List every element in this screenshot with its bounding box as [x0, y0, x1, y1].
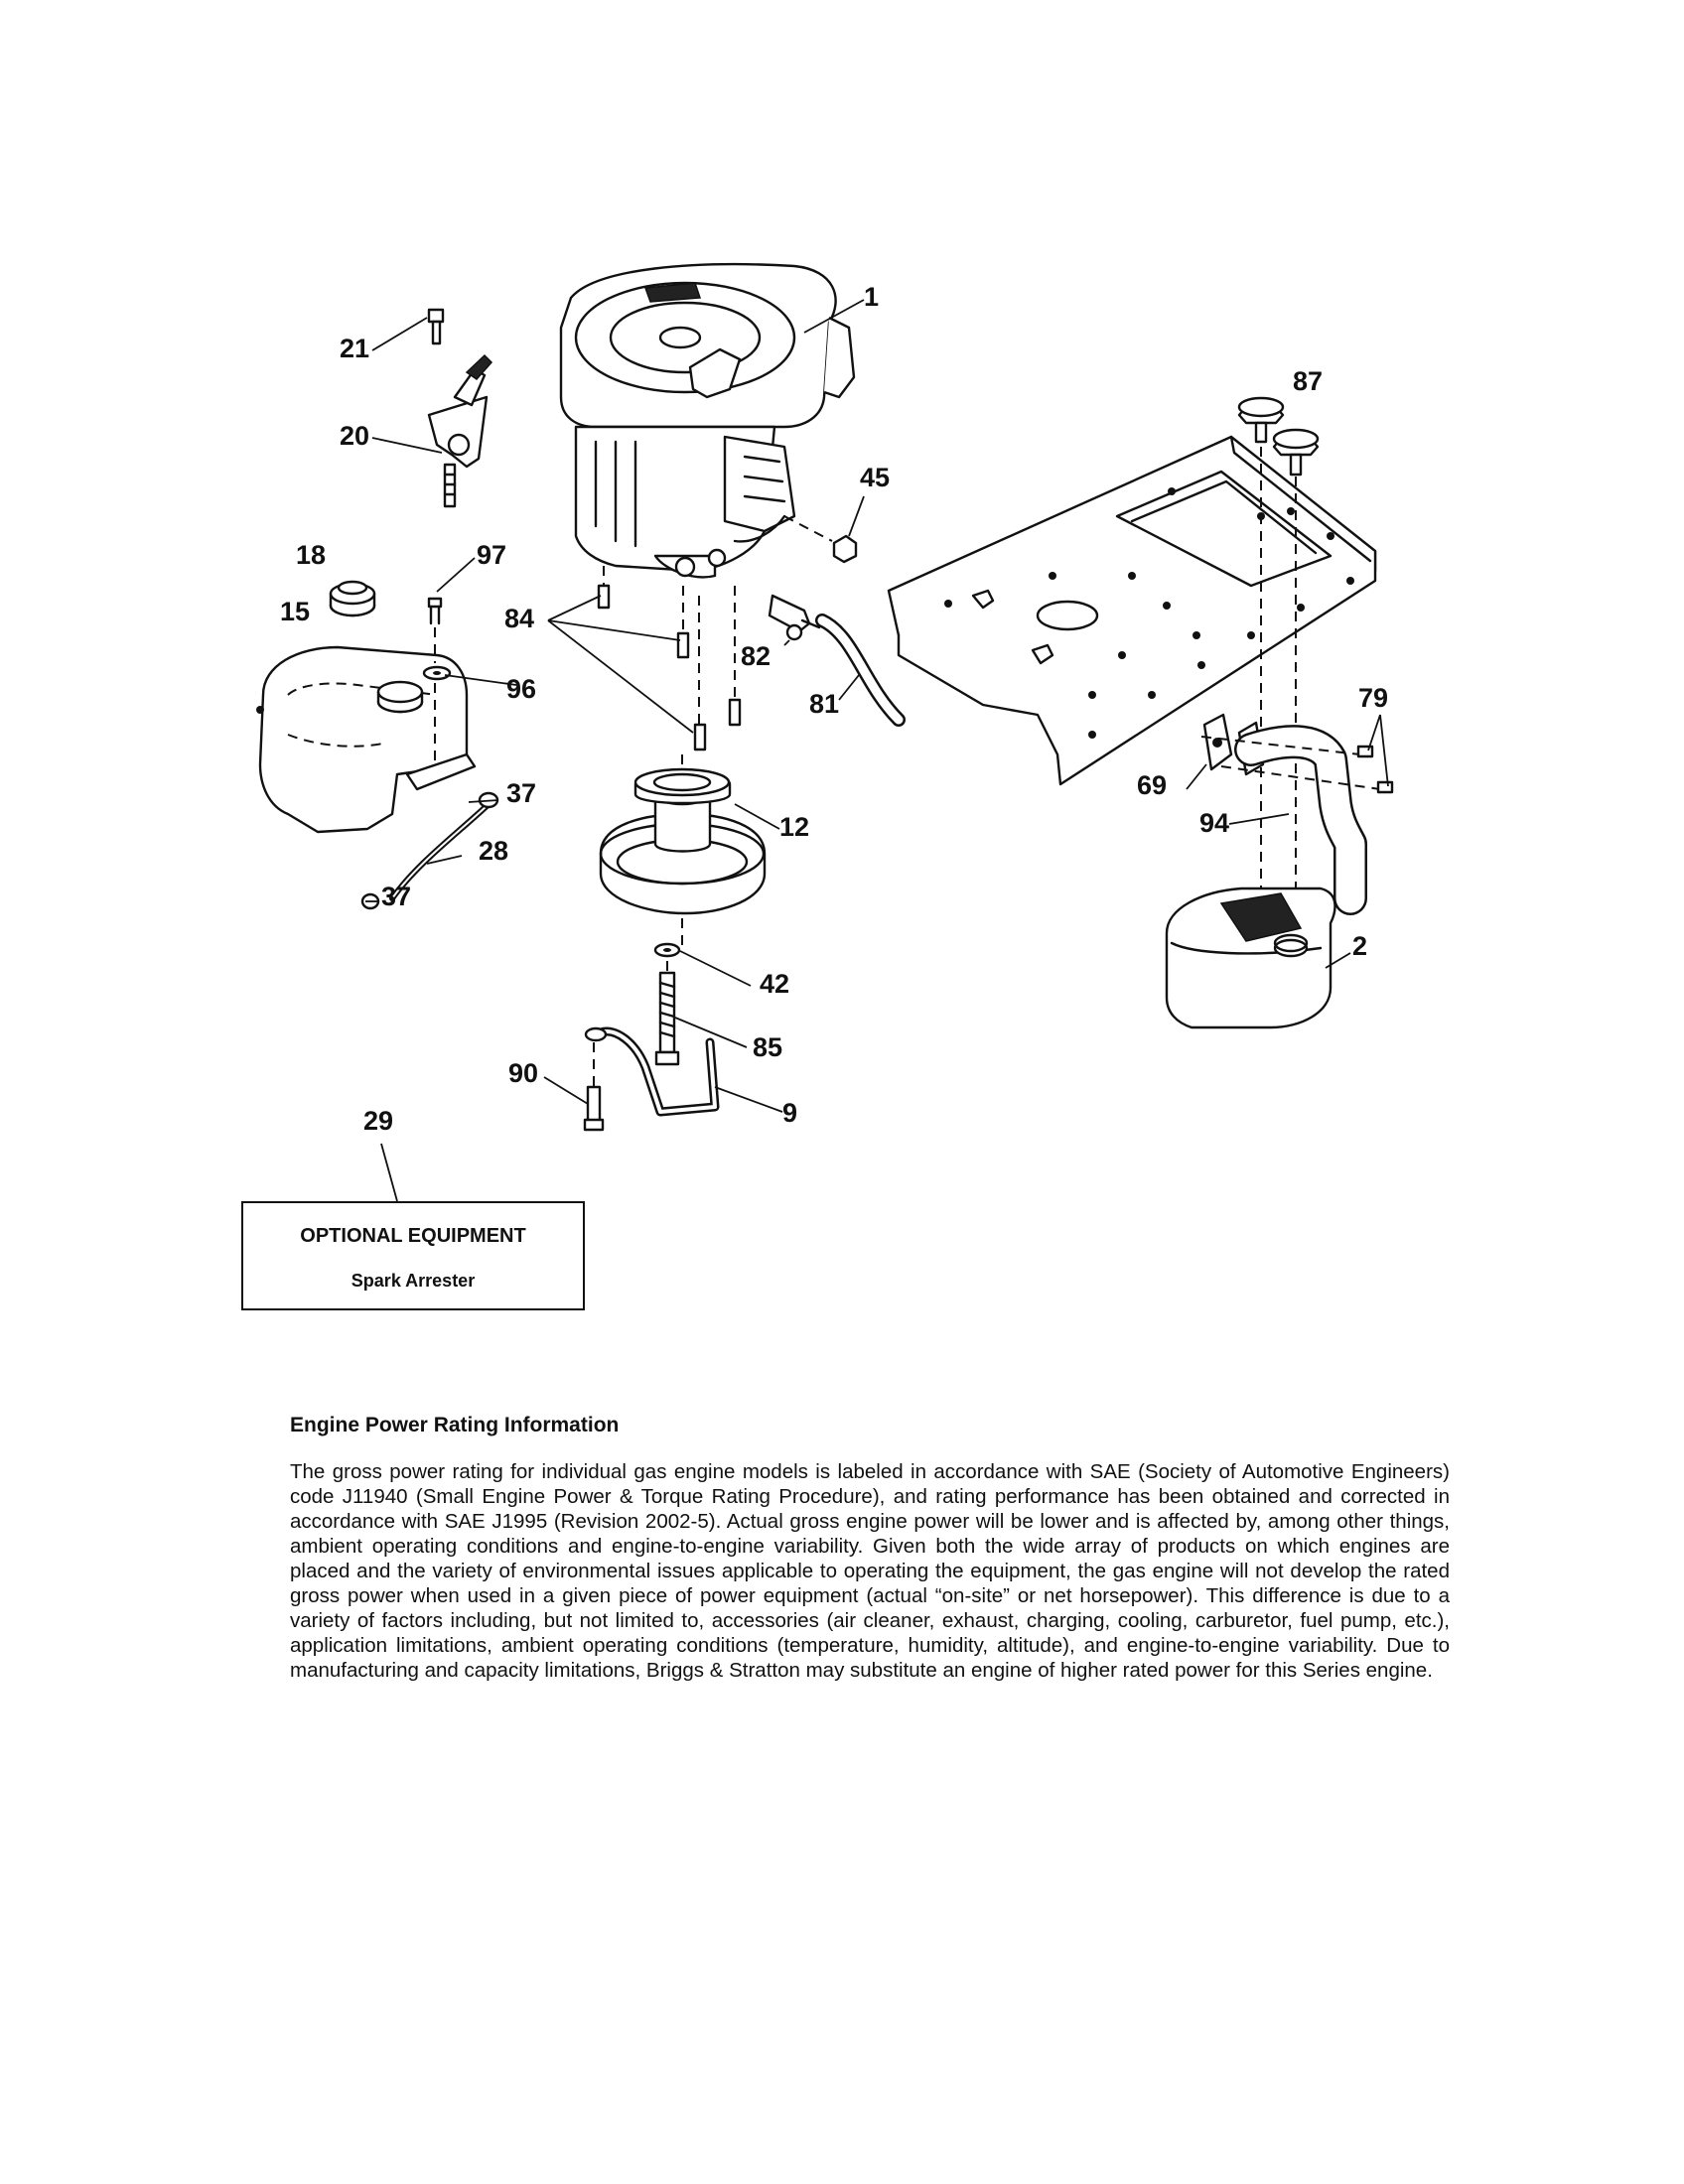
callout-2: 2 — [1352, 931, 1367, 961]
belt-guide — [583, 1026, 720, 1132]
callout-45: 45 — [860, 463, 890, 492]
engine-power-heading: Engine Power Rating Information — [290, 1414, 620, 1436]
throttle-control — [427, 308, 493, 508]
nut — [783, 515, 858, 564]
callout-84: 84 — [504, 604, 534, 633]
engine-pulley — [599, 754, 767, 948]
fuel-connector — [768, 594, 906, 727]
callout-97: 97 — [477, 540, 506, 570]
callout-94: 94 — [1199, 808, 1229, 838]
frame-knobs — [1237, 396, 1320, 908]
callout-79: 79 — [1358, 683, 1388, 713]
callout-96: 96 — [506, 674, 536, 704]
muffler — [1165, 887, 1336, 1029]
callout-87: 87 — [1293, 366, 1323, 396]
leader-lines — [365, 299, 1389, 1113]
optional-equipment-box: OPTIONAL EQUIPMENT Spark Arrester — [241, 1201, 585, 1310]
callout-28: 28 — [479, 836, 508, 866]
callout-81: 81 — [809, 689, 839, 719]
callout-29: 29 — [363, 1106, 393, 1136]
exhaust-parts — [1200, 713, 1394, 915]
engine — [559, 262, 856, 579]
callout-69: 69 — [1137, 770, 1167, 800]
callout-18: 18 — [296, 540, 326, 570]
callout-82: 82 — [741, 641, 771, 671]
callout-37-lower: 37 — [381, 882, 411, 911]
mower-frame — [887, 435, 1377, 786]
callout-37-upper: 37 — [506, 778, 536, 808]
engine-power-body: The gross power rating for individual ga… — [290, 1460, 1450, 1682]
callout-9: 9 — [782, 1098, 797, 1128]
pulley-bolt — [653, 942, 681, 1066]
engine-mount-bolts — [597, 566, 742, 751]
bolt-and-washer — [422, 597, 452, 764]
callout-12: 12 — [779, 812, 809, 842]
callout-15: 15 — [280, 597, 310, 626]
exploded-parts-diagram: 1 21 87 20 45 18 97 15 84 82 96 81 79 37… — [256, 262, 1394, 1202]
callout-85: 85 — [753, 1032, 782, 1062]
callout-20: 20 — [340, 421, 369, 451]
callout-1: 1 — [864, 282, 879, 312]
fuel-tank — [256, 645, 477, 834]
callout-42: 42 — [760, 969, 789, 999]
callout-21: 21 — [340, 334, 369, 363]
callout-90: 90 — [508, 1058, 538, 1088]
optional-equipment-item: Spark Arrester — [351, 1271, 476, 1291]
fuel-cap — [329, 580, 376, 617]
optional-equipment-title: OPTIONAL EQUIPMENT — [300, 1225, 526, 1247]
